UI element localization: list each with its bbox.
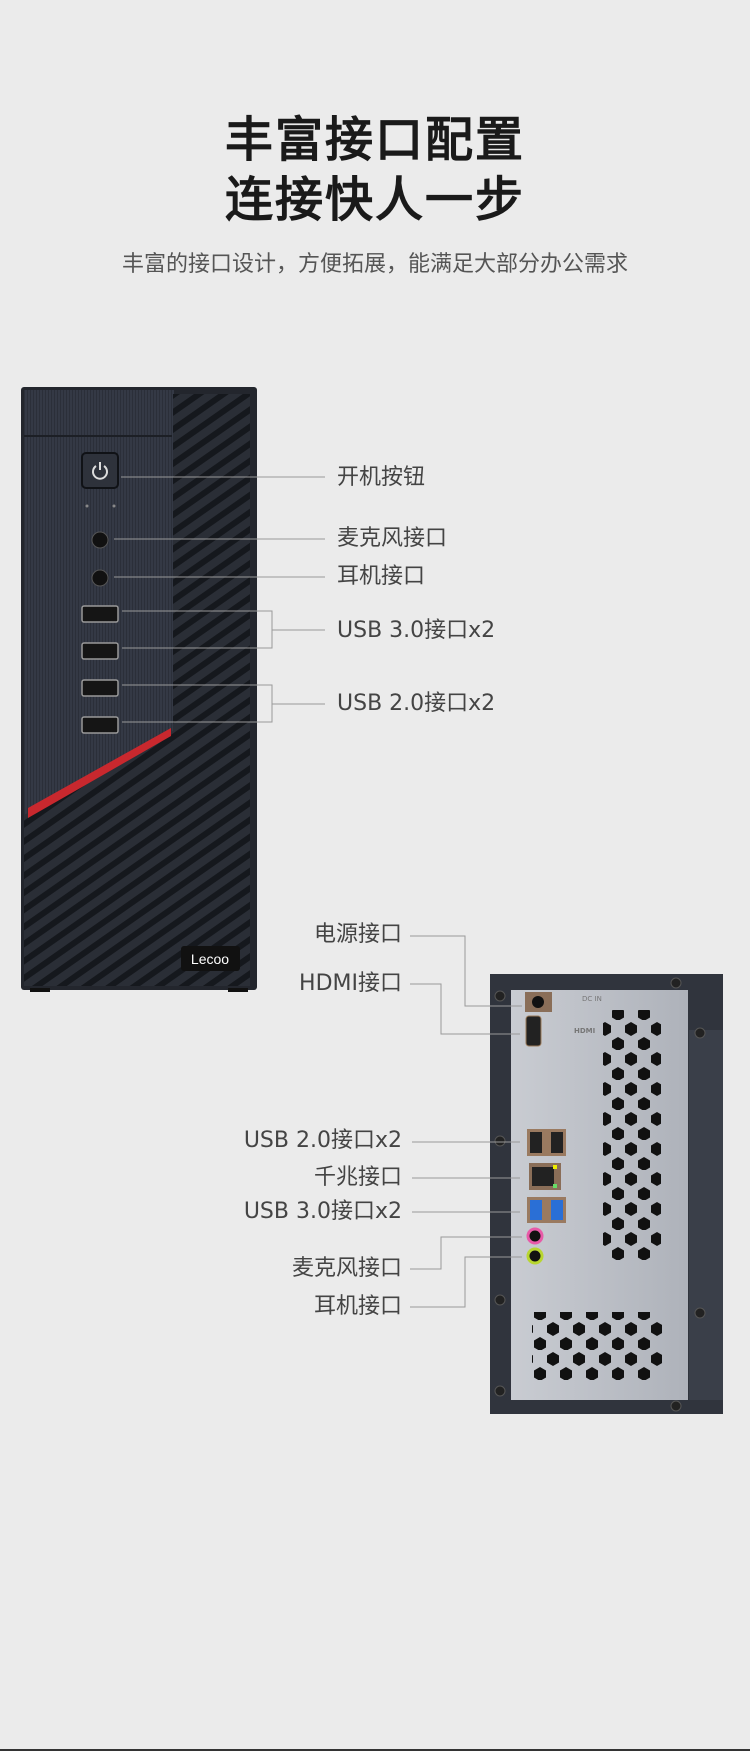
logo-badge: Lecoo [181,946,240,971]
label-headphone: 耳机接口 [337,564,426,589]
page-title-line1: 丰富接口配置 [224,112,525,168]
label-rear-ethernet: 千兆接口 [313,1165,402,1190]
label-rear-usb3: USB 3.0接口x2 [243,1199,402,1224]
label-usb3: USB 3.0接口x2 [337,618,496,643]
front-pc: Lecoo [21,387,257,992]
headphone-jack[interactable] [91,569,109,587]
page-subtitle: 丰富的接口设计，方便拓展，能满足大部分办公需求 [121,252,628,277]
label-rear-power: 电源接口 [313,922,402,947]
ethernet-port[interactable] [529,1163,561,1190]
rear-mic-jack[interactable] [526,1227,544,1245]
rear-usb3-ports[interactable] [527,1197,566,1223]
svg-text:Lecoo: Lecoo [191,951,229,967]
front-usb-ports[interactable] [81,605,119,734]
dc-in-port[interactable] [525,992,552,1012]
label-rear-hdmi: HDMI接口 [299,971,402,996]
hdmi-port[interactable] [525,1015,542,1047]
bottom-divider [0,1749,750,1751]
power-button[interactable] [81,452,119,489]
rear-usb2-ports[interactable] [527,1129,566,1156]
label-rear-mic: 麦克风接口 [291,1256,402,1281]
front-leader-lines [114,476,325,723]
label-power-button: 开机按钮 [337,465,426,490]
page-title-line2: 连接快人一步 [224,172,525,228]
label-mic: 麦克风接口 [337,526,448,551]
rear-leader-lines [410,935,522,1308]
label-rear-headphone: 耳机接口 [313,1294,402,1319]
mic-jack[interactable] [91,531,109,549]
dc-in-mark: DC IN [582,995,602,1003]
hdmi-mark: HDMI [574,1027,595,1035]
label-rear-usb2: USB 2.0接口x2 [243,1128,402,1153]
label-usb2: USB 2.0接口x2 [337,691,496,716]
rear-pc: DC IN HDMI [490,974,723,1414]
rear-headphone-jack[interactable] [526,1247,544,1265]
